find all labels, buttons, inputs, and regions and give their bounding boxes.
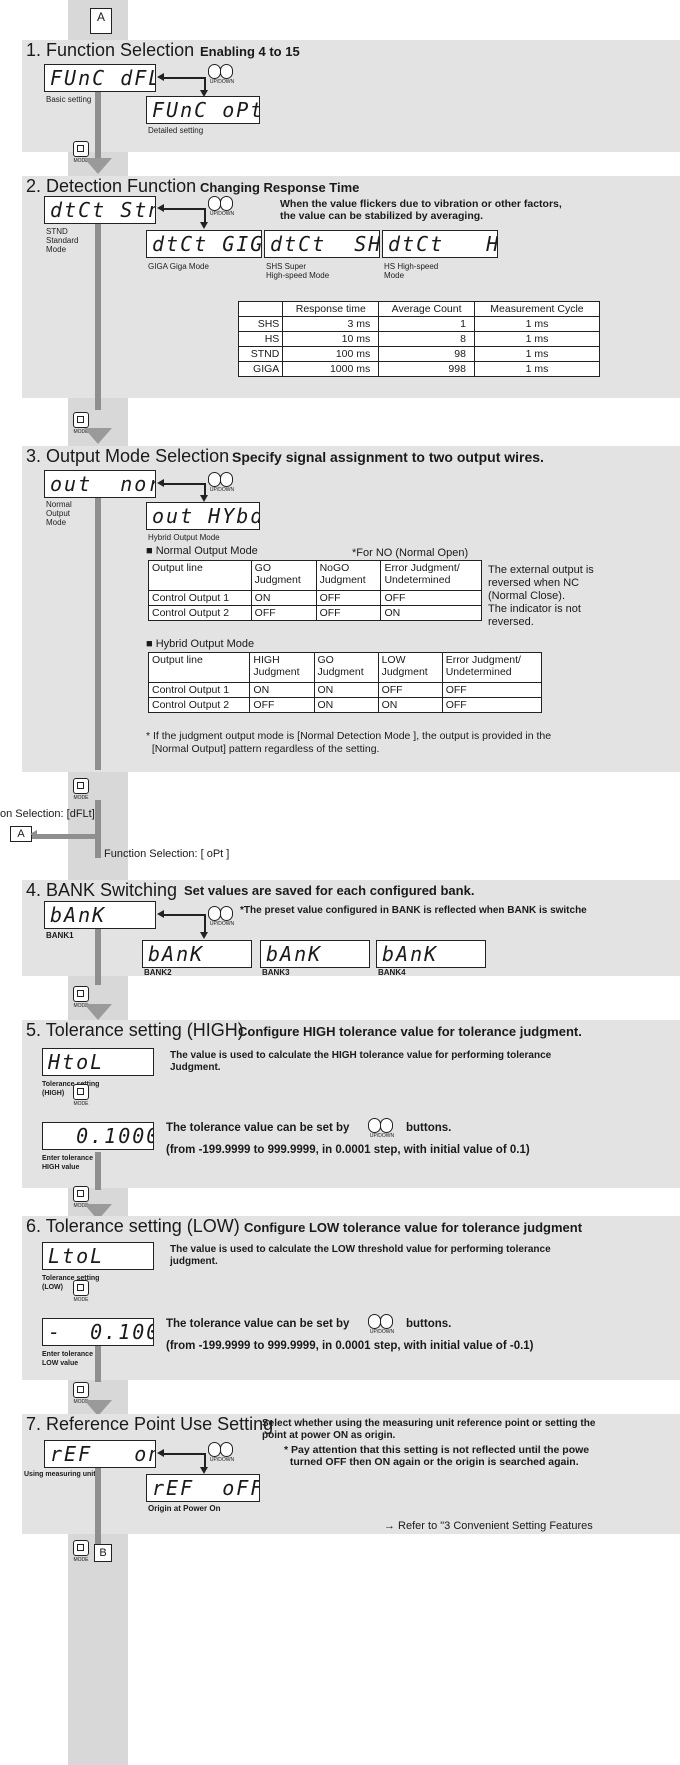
section-5-subtitle: Configure HIGH tolerance value for toler… xyxy=(238,1024,582,1039)
section-4-subtitle: Set values are saved for each configured… xyxy=(184,883,475,898)
section-6-note-2b: buttons. xyxy=(406,1318,452,1330)
label-hs-mode: HS High-speed Mode xyxy=(384,262,439,280)
hybrid-output-heading: ■ Hybrid Output Mode xyxy=(146,638,255,650)
judgment-footnote: * If the judgment output mode is [Normal… xyxy=(146,730,552,755)
display-dtct-giga: dtCt GIGA xyxy=(146,230,262,258)
mode-button-icon: MODE xyxy=(72,141,90,165)
section-tolerance-high xyxy=(22,1020,680,1188)
section-5-note-2a: The tolerance value can be set by xyxy=(166,1122,350,1134)
normal-output-heading: ■ Normal Output Mode xyxy=(146,545,258,557)
section-5-title: 5. Tolerance setting (HIGH) xyxy=(26,1020,244,1040)
section-reference-point xyxy=(22,1414,680,1534)
display-bank3: bAnK 3 xyxy=(260,940,370,968)
section-5-note-3: (from -199.9999 to 999.9999, in 0.0001 s… xyxy=(166,1144,530,1156)
display-dtct-hs: dtCt HS xyxy=(382,230,498,258)
updown-button-icon: UP/DOWN xyxy=(208,62,234,85)
section-7-title: 7. Reference Point Use Setting xyxy=(26,1414,274,1434)
section-4-title: 4. BANK Switching xyxy=(26,880,178,900)
label-high-value: Enter tolerance HIGH value xyxy=(42,1155,93,1171)
label-stnd-mode: STND Standard Mode xyxy=(46,227,79,254)
branch-label-right: Function Selection: [ oPt ] xyxy=(104,848,230,860)
nc-side-note: The external output is reversed when NC … xyxy=(488,564,594,628)
updown-button-icon: UP/DOWN xyxy=(208,904,234,927)
mode-button-icon: MODE xyxy=(72,412,90,436)
label-shs-mode: SHS Super High-speed Mode xyxy=(266,262,330,280)
display-ref-on: rEF on xyxy=(44,1440,156,1468)
display-dtct-shs: dtCt SHS xyxy=(264,230,380,258)
updown-button-icon: UP/DOWN xyxy=(368,1312,394,1335)
label-bank4: BANK4 xyxy=(378,968,406,977)
branch-label-left: on Selection: [dFLt] xyxy=(0,808,95,820)
label-bank2: BANK2 xyxy=(144,968,172,977)
mode-button-icon: MODE xyxy=(72,1084,90,1108)
section-3-subtitle: Specify signal assignment to two output … xyxy=(232,449,544,465)
mode-button-icon: MODE xyxy=(72,1540,90,1564)
updown-button-icon: UP/DOWN xyxy=(208,470,234,493)
connector-top: A xyxy=(90,8,112,34)
display-bank4: bAnK 4 xyxy=(376,940,486,968)
display-dtct-stnd: dtCt Stnd xyxy=(44,196,156,224)
label-hybrid-output-mode: Hybrid Output Mode xyxy=(148,533,220,542)
section-tolerance-low xyxy=(22,1216,680,1380)
connector-side: A xyxy=(10,826,32,842)
mode-button-icon: MODE xyxy=(72,1186,90,1210)
section-6-subtitle: Configure LOW tolerance value for tolera… xyxy=(244,1220,583,1235)
label-bank1: BANK1 xyxy=(46,931,74,940)
mode-button-icon: MODE xyxy=(72,986,90,1010)
section-6-title: 6. Tolerance setting (LOW) xyxy=(26,1216,240,1236)
section-1-title: 1. Function Selection xyxy=(26,40,195,60)
section-6-note-3: (from -199.9999 to 999.9999, in 0.0001 s… xyxy=(166,1340,534,1352)
section-6-note-1: The value is used to calculate the LOW t… xyxy=(170,1244,551,1267)
label-detailed-setting: Detailed setting xyxy=(148,126,204,135)
label-tolerance-high: Tolerance setting (HIGH) xyxy=(42,1081,99,1097)
section-6-note-2a: The tolerance value can be set by xyxy=(166,1318,350,1330)
label-normal-output-mode: Normal Output Mode xyxy=(46,500,72,527)
section-5-note-2b: buttons. xyxy=(406,1122,452,1134)
label-giga-mode: GIGA Giga Mode xyxy=(148,262,209,271)
section-1-subtitle: Enabling 4 to 15 xyxy=(200,44,300,59)
updown-button-icon: UP/DOWN xyxy=(368,1116,394,1139)
display-func-opt: FUnC oPt xyxy=(146,96,260,124)
display-high-value: 0.1000 xyxy=(42,1122,154,1150)
section-4-note: *The preset value configured in BANK is … xyxy=(240,905,587,916)
mode-button-icon: MODE xyxy=(72,1382,90,1406)
display-ltol: LtoL xyxy=(42,1242,154,1270)
section-2-subtitle: Changing Response Time xyxy=(200,180,360,195)
no-note: *For NO (Normal Open) xyxy=(352,547,469,559)
label-tolerance-low: Tolerance setting (LOW) xyxy=(42,1275,100,1291)
display-func-dflt: FUnC dFLt xyxy=(44,64,156,92)
section-7-subtitle: Select whether using the measuring unit … xyxy=(262,1418,596,1441)
label-using-measuring-unit: Using measuring unit xyxy=(24,1471,96,1478)
display-ref-off: rEF oFF xyxy=(146,1474,260,1502)
display-out-hybd: out HYbd xyxy=(146,502,260,530)
label-origin-at-power-on: Origin at Power On xyxy=(148,1504,221,1513)
updown-button-icon: UP/DOWN xyxy=(208,194,234,217)
label-low-value: Enter tolerance LOW value xyxy=(42,1351,93,1367)
connector-bottom: B xyxy=(94,1544,112,1562)
section-5-note-1: The value is used to calculate the HIGH … xyxy=(170,1050,552,1073)
label-bank3: BANK3 xyxy=(262,968,290,977)
section-7-note: * Pay attention that this setting is not… xyxy=(284,1444,590,1468)
section-function-selection xyxy=(22,40,680,152)
label-basic-setting: Basic setting xyxy=(46,95,92,104)
display-bank1: bAnK 1 xyxy=(44,901,156,929)
display-htol: HtoL xyxy=(42,1048,154,1076)
section-3-title: 3. Output Mode Selection xyxy=(26,446,230,466)
display-out-nor: out nor xyxy=(44,470,156,498)
section-2-note: When the value flickers due to vibration… xyxy=(280,198,562,222)
display-low-value: - 0.1000 xyxy=(42,1318,154,1346)
mode-button-icon: MODE xyxy=(72,778,90,802)
refer-note: → Refer to "3 Convenient Setting Feature… xyxy=(384,1520,593,1532)
section-2-title: 2. Detection Function xyxy=(26,176,197,196)
mode-button-icon: MODE xyxy=(72,1280,90,1304)
updown-button-icon: UP/DOWN xyxy=(208,1440,234,1463)
display-bank2: bAnK 2 xyxy=(142,940,252,968)
